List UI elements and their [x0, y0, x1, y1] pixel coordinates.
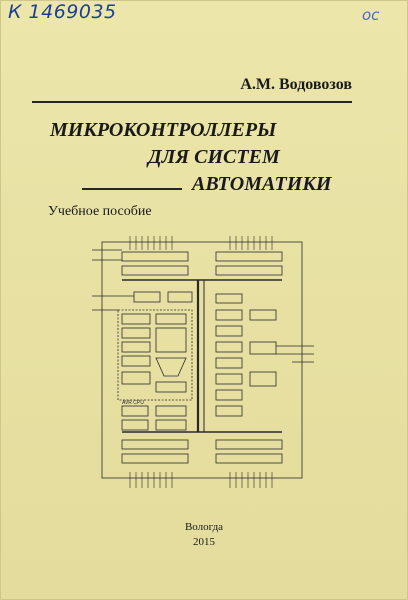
handwritten-mark: ос — [362, 6, 380, 24]
title-line-1: МИКРОКОНТРОЛЛЕРЫ — [50, 119, 277, 141]
title-line-2: ДЛЯ СИСТЕМ — [148, 146, 280, 168]
title-rule — [82, 188, 182, 190]
publication-year: 2015 — [193, 536, 215, 548]
subtitle: Учебное пособие — [48, 204, 152, 219]
microcontroller-block-diagram: AVR CPU — [92, 236, 314, 488]
top-rule — [32, 101, 352, 103]
title-line-3: АВТОМАТИКИ — [192, 173, 332, 195]
author-name: А.М. Водовозов — [240, 76, 352, 93]
library-stamp: К 1469035 — [8, 1, 117, 23]
cpu-label: AVR CPU — [122, 400, 144, 406]
publication-city: Вологда — [184, 521, 224, 533]
